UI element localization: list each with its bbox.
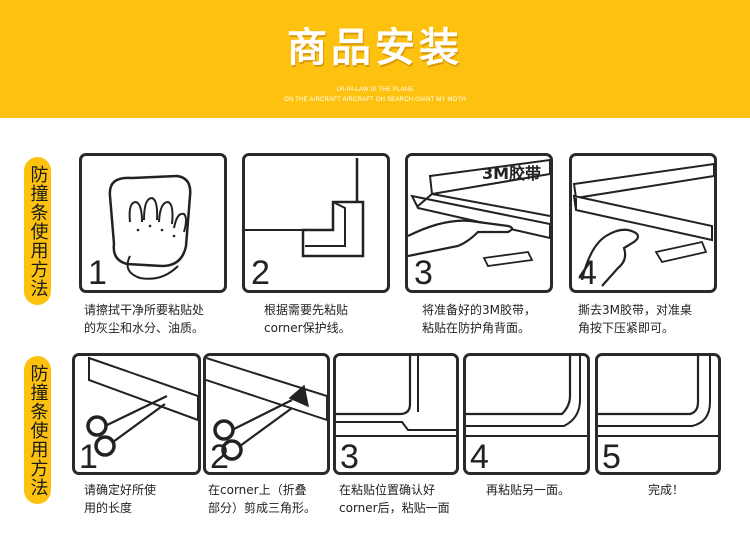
step-2-1-panel: 1 <box>72 353 201 475</box>
peel-tape-icon <box>572 162 714 287</box>
caption-line: corner后，粘贴一面 <box>339 501 450 515</box>
section-2-label-text: 防撞条使用方法 <box>27 363 49 497</box>
caption-line: 用的长度 <box>84 501 133 515</box>
subtitle-line-2: ON THE AIRCRAFT AIRCRAFT OH SEARCH GIANT… <box>284 97 466 103</box>
step-number: 3 <box>414 254 433 292</box>
strip-corner-icon <box>466 356 587 437</box>
step-number: 2 <box>210 438 229 475</box>
step-1-1-caption: 请擦拭干净所要粘贴处 的灰尘和水分、油质。 <box>84 301 204 337</box>
step-1-1-panel: 1 <box>79 153 227 293</box>
step-1-4-caption: 撕去3M胶带，对准桌 角按下压紧即可。 <box>578 301 692 337</box>
step-number: 1 <box>79 438 98 475</box>
caption-line: 完成！ <box>648 483 685 497</box>
caption-line: 请确定好所使 <box>84 483 157 497</box>
step-2-4-caption: 再粘贴另一面。 <box>486 481 570 499</box>
step-1-3-panel: 3M胶带 3 <box>405 153 553 293</box>
tape-label: 3M胶带 <box>482 164 542 183</box>
step-2-3-panel: 3 <box>333 353 459 475</box>
page-title: 商品安装 <box>287 25 463 71</box>
step-number: 5 <box>602 438 621 475</box>
section-1-label-text: 防撞条使用方法 <box>27 164 49 298</box>
step-1-3-caption: 将准备好的3M胶带， 粘贴在防护角背面。 <box>422 301 536 337</box>
strip-fold-icon <box>336 356 456 437</box>
caption-line: 在corner上（折叠 <box>208 483 307 497</box>
step-2-5-caption: 完成！ <box>648 481 684 499</box>
step-number: 2 <box>251 254 270 292</box>
caption-line: 部分）剪成三角形。 <box>208 501 317 515</box>
step-2-2-caption: 在corner上（折叠 部分）剪成三角形。 <box>208 481 316 517</box>
caption-line: 根据需要先粘贴 <box>264 303 349 317</box>
scissors-cut-icon <box>86 356 198 457</box>
caption-line: 粘贴在防护角背面。 <box>422 321 531 335</box>
section-1-label: 防撞条使用方法 <box>24 157 51 305</box>
strip-done-icon <box>598 356 718 437</box>
step-2-1-caption: 请确定好所使 用的长度 <box>84 481 156 517</box>
hand-wiping-icon <box>108 174 192 280</box>
step-number: 4 <box>578 254 597 292</box>
caption-line: 在粘贴位置确认好 <box>339 483 436 497</box>
step-number: 3 <box>340 438 359 475</box>
step-2-5-panel: 5 <box>595 353 721 475</box>
caption-line: 再粘贴另一面。 <box>486 483 571 497</box>
caption-line: 将准备好的3M胶带， <box>422 303 536 317</box>
caption-line: 的灰尘和水分、油质。 <box>84 321 205 335</box>
tape-hand-icon <box>408 158 550 267</box>
header-banner: 商品安装 LR-IN-LAW IS THE PLANE ON THE AIRCR… <box>0 0 750 118</box>
step-1-2-panel: 2 <box>242 153 390 293</box>
step-1-2-caption: 根据需要先粘贴 corner保护线。 <box>264 301 351 337</box>
step-number: 4 <box>470 438 489 475</box>
section-2-label: 防撞条使用方法 <box>24 356 51 504</box>
caption-line: 角按下压紧即可。 <box>578 321 675 335</box>
step-number: 1 <box>88 254 107 292</box>
scissors-fold-icon <box>206 357 327 461</box>
subtitle-line-1: LR-IN-LAW IS THE PLANE <box>336 87 414 93</box>
caption-line: 请擦拭干净所要粘贴处 <box>84 303 205 317</box>
corner-guard-icon <box>245 158 365 258</box>
step-2-2-panel: 2 <box>203 353 330 475</box>
caption-line: 撕去3M胶带，对准桌 <box>578 303 692 317</box>
step-2-3-caption: 在粘贴位置确认好 corner后，粘贴一面 <box>339 481 450 517</box>
step-2-4-panel: 4 <box>463 353 590 475</box>
caption-line: corner保护线。 <box>264 321 351 335</box>
step-1-4-panel: 4 <box>569 153 717 293</box>
